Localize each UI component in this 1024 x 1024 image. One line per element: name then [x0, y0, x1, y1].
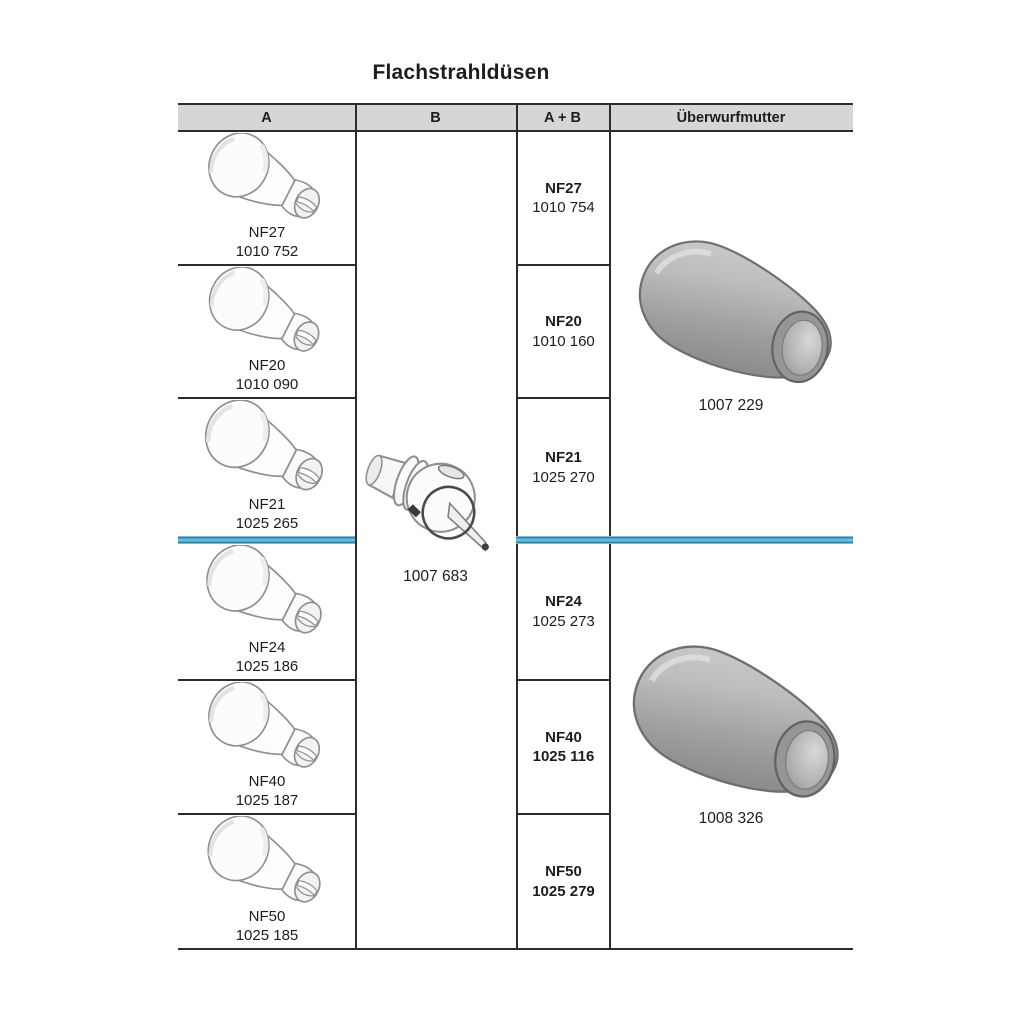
table-row-divider [178, 264, 355, 266]
part-name: NF50 [248, 908, 286, 925]
header-col-union-nut: Überwurfmutter [676, 109, 786, 126]
flat-nozzle-icon [196, 545, 338, 639]
ab-combination-cell: NF50 1025 279 [518, 816, 609, 947]
union-nut-icon [622, 240, 836, 390]
ab-combination-cell: NF40 1025 116 [518, 682, 609, 812]
flat-nozzle-icon [196, 133, 338, 224]
part-number: 1008 326 [698, 810, 764, 827]
part-name: NF20 [545, 313, 582, 330]
blue-separator-line [516, 536, 853, 544]
part-number: 1025 185 [235, 926, 299, 944]
flat-nozzle-icon [196, 400, 338, 496]
table-vertical-divider [355, 103, 357, 950]
header-col-ab: A + B [544, 109, 581, 126]
header-col-b: B [430, 109, 441, 126]
part-name: NF40 [248, 773, 286, 790]
header-col-a: A [261, 109, 272, 126]
part-name: NF21 [248, 496, 286, 513]
ab-combination-cell: NF21 1025 270 [518, 400, 609, 535]
table-row-divider [178, 813, 355, 815]
part-name: NF21 [545, 449, 582, 466]
page-title: Flachstrahldüsen [372, 61, 550, 84]
part-number: 1025 187 [235, 791, 299, 809]
blue-separator-line [178, 536, 355, 544]
nozzle-a-cell: NF50 1025 185 [179, 816, 355, 947]
part-name: NF20 [248, 357, 286, 374]
part-number: 1025 270 [532, 468, 595, 486]
table-bottom-border [178, 948, 853, 950]
part-name: NF24 [248, 639, 286, 656]
part-number: 1010 090 [235, 375, 299, 393]
part-name: NF50 [545, 863, 582, 880]
table-header-row: A B A + B Überwurfmutter [178, 103, 853, 132]
part-number: 1010 160 [532, 332, 595, 350]
table-row-divider [516, 397, 611, 399]
part-number: 1010 752 [235, 242, 299, 260]
part-number: 1025 273 [532, 612, 595, 630]
part-number: 1025 186 [235, 657, 299, 675]
ab-combination-cell: NF27 1010 754 [518, 133, 609, 263]
part-name: NF40 [545, 728, 582, 746]
nozzle-a-cell: NF24 1025 186 [179, 545, 355, 678]
flat-nozzle-icon [196, 682, 338, 773]
part-number: 1025 265 [235, 514, 299, 532]
part-number: 1025 279 [532, 882, 595, 900]
flat-nozzle-icon [196, 816, 338, 908]
table-vertical-divider [516, 103, 518, 950]
union-nut-icon [617, 645, 841, 805]
nozzle-a-cell: NF20 1010 090 [179, 267, 355, 396]
ab-combination-cell: NF20 1010 160 [518, 267, 609, 396]
nozzle-a-cell: NF27 1010 752 [179, 133, 355, 263]
part-number: 1007 229 [698, 397, 764, 414]
table-row-divider [516, 264, 611, 266]
part-number: 1007 683 [403, 568, 468, 585]
nozzle-a-cell: NF40 1025 187 [179, 682, 355, 812]
table-row-divider [178, 397, 355, 399]
nozzle-body-icon [365, 452, 505, 553]
table-row-divider [516, 679, 611, 681]
table-row-divider [178, 679, 355, 681]
table-vertical-divider [609, 103, 611, 950]
ab-combination-cell: NF24 1025 273 [518, 545, 609, 678]
part-name: NF27 [248, 224, 286, 241]
part-name: NF24 [545, 593, 582, 610]
part-name: NF27 [545, 179, 582, 197]
flat-nozzle-icon [196, 267, 338, 357]
table-row-divider [516, 813, 611, 815]
part-number: 1025 116 [532, 748, 595, 765]
nozzle-a-cell: NF21 1025 265 [179, 400, 355, 535]
part-number: 1010 754 [532, 199, 595, 216]
